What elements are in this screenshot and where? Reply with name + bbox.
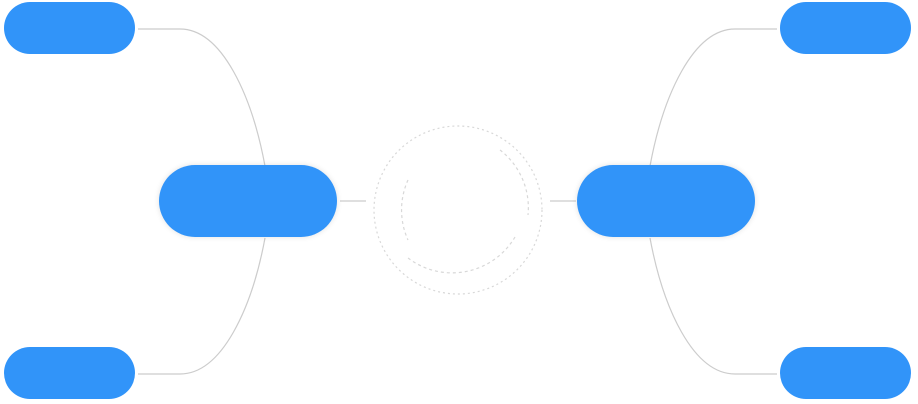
node-right-main[interactable] xyxy=(577,165,755,237)
node-left-main[interactable] xyxy=(159,165,337,237)
node-left-top[interactable] xyxy=(4,2,135,54)
central-hub[interactable] xyxy=(368,120,548,300)
connector-left-bottom xyxy=(138,237,266,375)
node-right-top[interactable] xyxy=(780,2,911,54)
hub-ring-icon xyxy=(373,125,543,295)
connector-right-top xyxy=(649,28,777,167)
connector-left-top xyxy=(138,28,266,167)
node-right-bottom[interactable] xyxy=(780,347,911,399)
hub-label xyxy=(368,120,548,300)
node-left-bottom[interactable] xyxy=(4,347,135,399)
connector-right-bottom xyxy=(649,237,777,375)
